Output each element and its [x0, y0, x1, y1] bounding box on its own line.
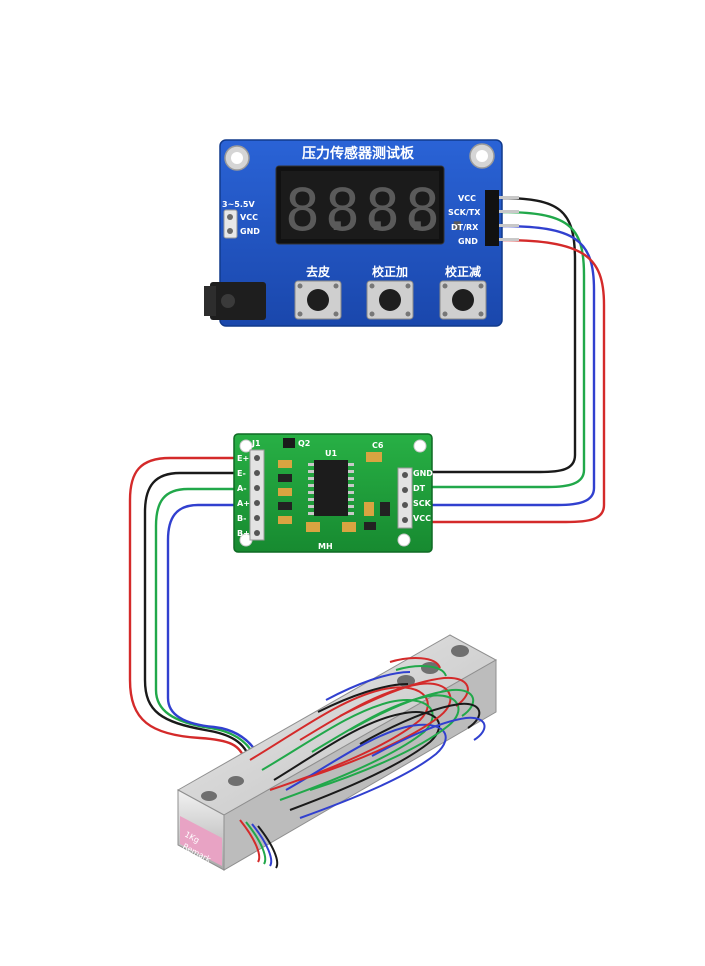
header-pin-dt: DT/RX [451, 223, 479, 232]
header-pin-gnd: GND [458, 237, 478, 246]
wires-bottom [128, 456, 264, 763]
mounting-hole-icon [413, 439, 427, 453]
wire-black-top [432, 196, 577, 474]
green-pin-sck: SCK [413, 499, 432, 508]
mounting-hole-icon [397, 533, 411, 547]
power-pin-gnd: GND [240, 227, 260, 236]
power-pin-vcc: VCC [240, 213, 258, 222]
label-q2: Q2 [298, 439, 310, 448]
green-pin-vcc: VCC [413, 514, 431, 523]
mounting-hole-icon [451, 645, 469, 657]
display-digit: 8. [365, 176, 435, 244]
green-pin-a-minus: A- [237, 484, 247, 493]
green-pin-dt: DT [413, 484, 426, 493]
mounting-hole-icon [224, 145, 250, 171]
label-mh: MH [318, 542, 333, 551]
wire-green-top [432, 210, 586, 489]
wire-blue-bottom [166, 503, 264, 763]
transistor [283, 438, 295, 448]
label-c6: C6 [372, 441, 384, 450]
display-digit: 8. [325, 176, 395, 244]
wire-black-bottom [143, 471, 252, 761]
header-pin-sck: SCK/TX [448, 208, 481, 217]
display-digit: 8. [405, 176, 475, 244]
hx711-chip [308, 460, 354, 516]
mounting-hole-icon [228, 776, 244, 786]
blue-test-board: 压力传感器测试板 8. 8. 8. 8. 3~5.5V VCC GND VCC … [204, 139, 519, 327]
green-pin-b-minus: B- [237, 514, 246, 523]
wire-blue-top [432, 224, 596, 507]
display-digit: 8. [285, 176, 355, 244]
button-label-cal-plus: 校正加 [372, 264, 408, 279]
green-pin-e-minus: E- [237, 469, 246, 478]
green-pin-a-plus: A+ [237, 499, 250, 508]
wire-red-bottom [128, 456, 247, 761]
blue-board-title: 压力传感器测试板 [302, 145, 415, 162]
wire-red-top [432, 238, 606, 524]
button-label-cal-minus: 校正减 [445, 264, 481, 279]
green-amplifier-board: E+ E- A- A+ B- B+ GND DT SCK VCC J1 Q2 U… [233, 433, 433, 553]
mounting-hole-icon [239, 439, 253, 453]
wires-top [432, 196, 606, 524]
mounting-hole-icon [421, 662, 439, 674]
label-j1: J1 [251, 439, 261, 448]
pin-header [485, 190, 519, 246]
green-pin-b-plus: B+ [237, 529, 250, 538]
label-u1: U1 [325, 449, 337, 458]
mounting-hole-icon [201, 791, 217, 801]
seven-segment-display: 8. 8. 8. 8. [275, 165, 475, 245]
dc-jack [204, 282, 266, 320]
header-pin-vcc: VCC [458, 194, 476, 203]
tare-button [294, 280, 342, 320]
smd-components [278, 452, 390, 532]
wire-green-bottom [154, 487, 258, 761]
green-pin-gnd: GND [413, 469, 433, 478]
green-pin-e-plus: E+ [237, 454, 249, 463]
wire-coil [239, 657, 486, 869]
calibrate-minus-button [439, 280, 487, 320]
button-label-tare: 去皮 [306, 264, 330, 279]
load-cell-label: 1Kg Remark [180, 816, 222, 866]
load-cell: 1Kg Remark [176, 634, 498, 871]
mounting-hole-icon [469, 143, 495, 169]
power-voltage-label: 3~5.5V [222, 200, 255, 209]
calibrate-plus-button [366, 280, 414, 320]
